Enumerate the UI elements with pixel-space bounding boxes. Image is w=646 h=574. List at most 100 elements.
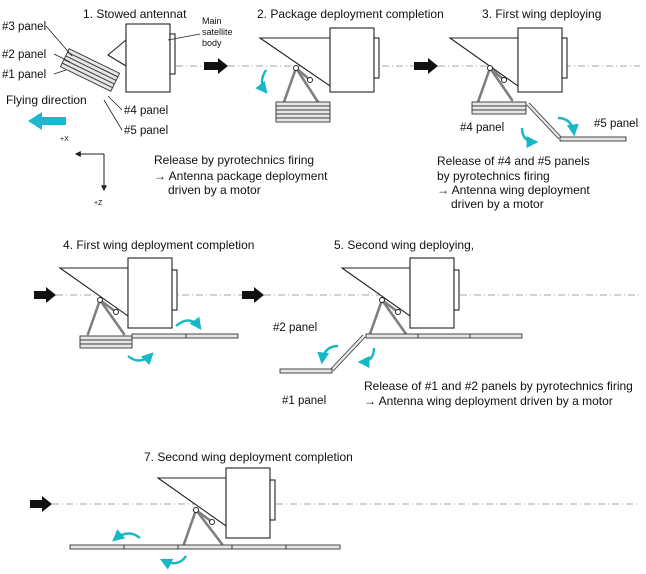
deploy-strut [282,66,320,104]
step3-note-3: → Antenna wing deployment [437,183,590,197]
satellite-body [127,257,173,329]
step3-note-4: driven by a motor [451,197,544,211]
sequence-arrow-4 [242,287,264,303]
step3-note-2: by pyrotechnics firing [437,169,550,183]
step1-title: 1. Stowed antennat [83,7,187,21]
boom-fairing [340,267,411,318]
hinge [193,507,199,513]
panel1-deployed [69,544,125,550]
satellite-attachment [169,33,176,75]
axis-z-label: +Z [94,200,103,207]
hinge [307,77,313,83]
satellite-body [517,27,563,93]
panel5-label: #5 panel [124,125,168,137]
step5-title: 5. Second wing deploying, [334,238,474,252]
step7-title: 7. Second wing deployment completion [144,450,353,464]
hinge [293,65,299,71]
panel5-deployed [185,333,239,339]
satellite-attachment [171,269,178,311]
deploy-strut [476,66,514,104]
panel3-deployed [177,544,233,550]
hinge [395,309,401,315]
panel5-deployed [285,544,341,550]
satellite-attachment [269,479,276,521]
stowed-panel-stack [79,335,133,349]
satellite-body [125,23,171,93]
panel2-label: #2 panel [273,322,317,334]
satellite-attachment [453,269,460,311]
hinge [379,297,385,303]
step3-title: 3. First wing deploying [482,7,601,21]
panel4-label: #4 panel [124,105,168,117]
rotation-arrow [127,352,154,366]
step2-note-2: → Antenna package deployment [154,169,328,183]
step2-note-3: driven by a motor [168,183,261,197]
satellite-attachment [373,37,380,79]
panel5-deploying [559,136,627,142]
satellite-body [329,27,375,93]
main-body-label-2: satellite [202,27,233,37]
boom-fairing [58,267,129,318]
step3-note-1: Release of #4 and #5 panels [437,154,590,168]
rotation-arrow [557,116,579,137]
deploy-strut [182,508,224,546]
panel5-label: #5 panel [594,118,638,130]
hinge [113,309,119,315]
panel1-label: #1 panel [282,395,326,407]
deploy-strut [86,298,126,336]
boom-fairing [258,37,331,88]
rotation-arrow [112,529,141,542]
panel3-leader [45,25,73,57]
boom-fairing [107,38,127,67]
step4-title: 4. First wing deployment completion [63,238,254,252]
panel4-deployed [131,333,187,339]
panel1-leader [53,69,67,75]
step7-group: 7. Second wing deployment completion [30,450,640,570]
panel5-deployed [469,333,523,339]
panel4-deployed [417,333,471,339]
main-body-label-3: body [202,38,222,48]
panel4-leader [107,95,123,111]
panel1-deploying [279,368,333,374]
deploy-strut [368,298,408,336]
step4-group: 4. First wing deployment completion [34,238,254,366]
step2-title: 2. Package deployment completion [257,7,444,21]
sequence-arrow-2 [414,58,438,74]
satellite-attachment [561,37,568,79]
step5-note-2: → Antenna wing deployment driven by a mo… [364,394,613,408]
panel1-label: #1 panel [2,69,46,81]
stowed-panel-stack [59,48,121,92]
step3-group: 3. First wing deploying #4 panel #5 pane… [437,7,640,211]
panel4-label: #4 panel [460,122,504,134]
sequence-arrow-3 [34,287,56,303]
rotation-arrow [255,69,268,94]
stowed-panel-stack [275,101,331,123]
main-body-label: Main [202,16,222,26]
main-body-leader [167,33,201,41]
step5-note-1: Release of #1 and #2 panels by pyrotechn… [364,379,633,393]
step2-note-1: Release by pyrotechnics firing [154,153,314,167]
flying-direction-label: Flying direction [6,93,87,107]
panel5-leader [103,99,123,131]
flying-direction-arrow [28,112,66,130]
panel3-label: #3 panel [2,21,46,33]
satellite-body [409,257,455,329]
rotation-arrow [357,347,376,368]
hinge [209,519,215,525]
sequence-arrow-1 [204,58,228,74]
step5-group: 5. Second wing deploying, #2 panel #1 pa… [242,238,640,408]
panel2-deployed [123,544,179,550]
hinge [501,77,507,83]
rotation-arrow [520,127,539,148]
boom-fairing [448,37,519,88]
stowed-panel-stack [471,101,527,115]
panel2-label: #2 panel [2,49,46,61]
hinge [487,65,493,71]
satellite-body [225,467,271,539]
axis-x-label: +X [60,136,69,143]
sequence-arrow-5 [30,496,52,512]
hinge [97,297,103,303]
step2-group: 2. Package deployment completion Release… [154,7,444,197]
rotation-arrow [317,344,339,365]
